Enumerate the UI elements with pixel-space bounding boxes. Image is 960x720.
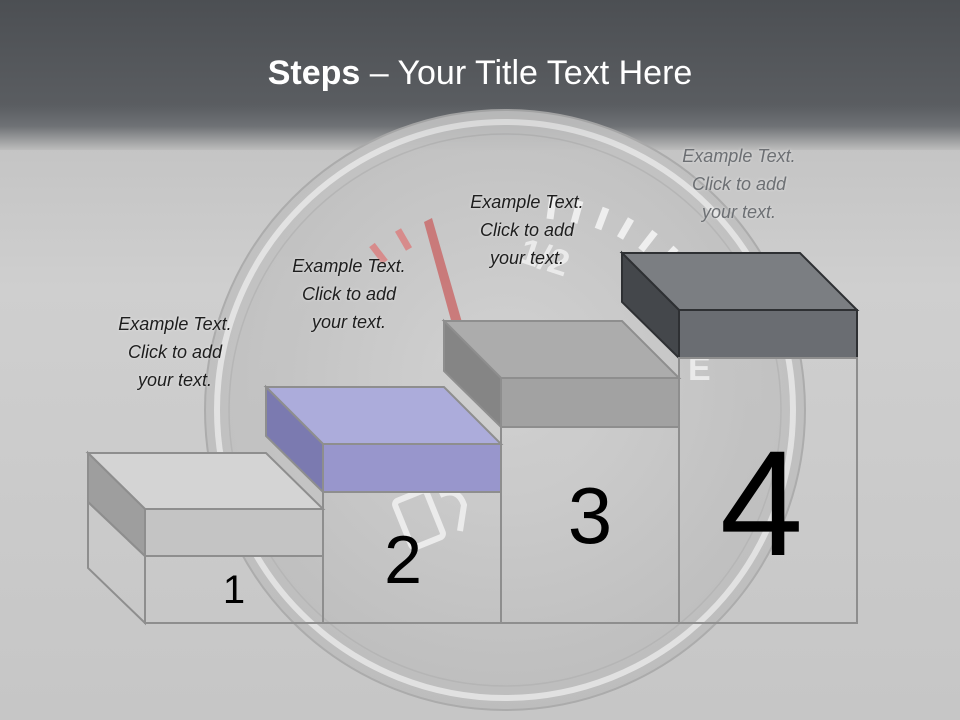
caption-line: your text. [311, 312, 387, 332]
caption-line: your text. [489, 248, 565, 268]
caption-line: Example Text. [292, 256, 406, 276]
caption-line: your text. [137, 370, 213, 390]
caption-line: Example Text. [682, 146, 796, 166]
gauge-letter: E [688, 350, 711, 388]
step-2-number: 2 [384, 522, 422, 598]
step-2-block[interactable] [263, 384, 504, 624]
caption-line: Click to add [301, 284, 397, 304]
step-1-number: 1 [222, 568, 246, 612]
step-4-number: 4 [719, 419, 804, 587]
fuel-pump-icon [392, 487, 468, 551]
step-1-block[interactable] [85, 450, 326, 626]
step-2-caption[interactable]: Example Text. Click to add your text. [259, 252, 439, 336]
page-title[interactable]: Steps – Your Title Text Here [0, 54, 960, 93]
title-rest: – Your Title Text Here [360, 54, 693, 92]
caption-line: Click to add [479, 220, 575, 240]
caption-line: Click to add [127, 342, 223, 362]
caption-line: Click to add [691, 174, 787, 194]
caption-line: Example Text. [118, 314, 232, 334]
step-3-number: 3 [567, 471, 613, 560]
caption-line: Example Text. [470, 192, 584, 212]
step-1-caption[interactable]: Example Text. Click to add your text. [85, 310, 265, 394]
step-3-caption[interactable]: Example Text. Click to add your text. [437, 188, 617, 272]
step-4-caption[interactable]: Example Text. Click to add your text. [649, 142, 829, 226]
step-4-block[interactable] [619, 250, 860, 624]
caption-line: your text. [701, 202, 777, 222]
step-3-block[interactable] [441, 318, 682, 624]
title-bold: Steps [267, 54, 361, 92]
